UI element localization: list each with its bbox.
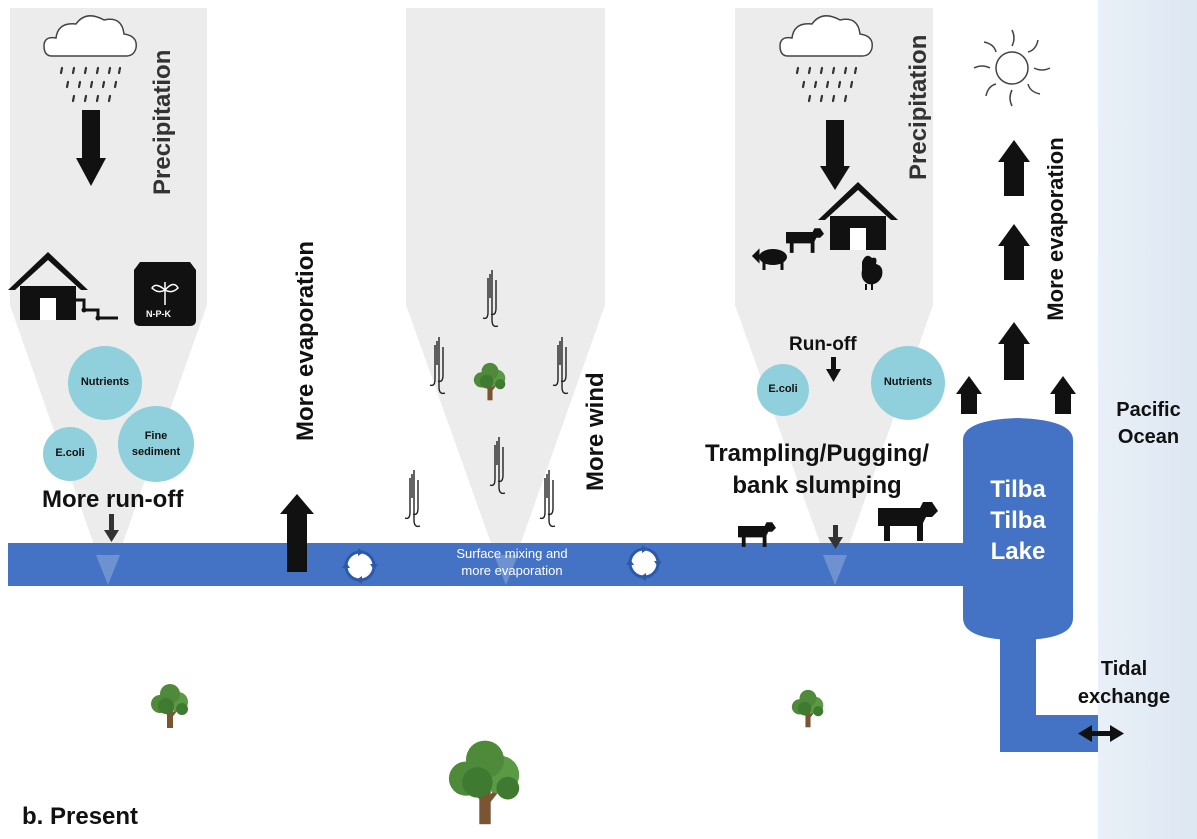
sun-icon	[973, 29, 1051, 107]
mixing-label: Surface mixing and more evaporation	[416, 545, 608, 579]
ocean-label: Pacific Ocean	[1100, 397, 1197, 451]
fertiliser-label: N-P-K	[146, 309, 171, 319]
evaporation-label-left: More evaporation	[292, 240, 319, 441]
cow-icon-large	[878, 502, 938, 541]
ocean-line-2: Ocean	[1117, 426, 1180, 448]
lake-line-1: Tilba	[990, 476, 1046, 503]
bubble-nutrients-right	[871, 346, 945, 420]
wind-label: More wind	[582, 372, 609, 491]
bubble-ecoli-right	[757, 364, 809, 416]
sediment-line-1: Fine	[144, 430, 168, 442]
bubble-ecoli-label-left: E.coli	[55, 447, 85, 459]
fertiliser-bag-icon	[134, 262, 196, 326]
lake-body	[963, 418, 1073, 640]
trampling-label: Trampling/Pugging/ bank slumping	[682, 438, 952, 502]
runoff-label-left: More run-off	[42, 486, 184, 513]
precipitation-arrow-right	[826, 120, 844, 168]
lake-line-3: Lake	[990, 538, 1046, 565]
tidal-line-1: Tidal	[1100, 658, 1148, 680]
trampling-line-1: Trampling/Pugging/	[705, 440, 929, 467]
ocean-panel	[1098, 0, 1197, 839]
tidal-line-2: exchange	[1077, 686, 1171, 708]
mixing-line-1: Surface mixing and	[456, 546, 568, 561]
lake-line-2: Tilba	[990, 507, 1046, 534]
bubble-nutrients-label-left: Nutrients	[80, 376, 130, 388]
bubble-nutrients-left	[68, 346, 142, 420]
trampling-line-2: bank slumping	[732, 472, 902, 499]
precipitation-label-right: Precipitation	[905, 34, 932, 180]
precipitation-label-left: Precipitation	[149, 49, 176, 195]
bubble-sediment-left	[118, 406, 194, 482]
bubble-sediment-label-left: Fine sediment	[118, 428, 194, 460]
runoff-arrow-right	[826, 369, 841, 382]
sediment-line-2: sediment	[131, 446, 181, 458]
tree-icon-2	[790, 688, 825, 729]
mixing-line-2: more evaporation	[461, 563, 563, 578]
panel-label: b. Present	[22, 803, 139, 830]
tree-icon-3	[449, 741, 519, 825]
bubble-ecoli-left	[43, 427, 97, 481]
runoff-label-right: Run-off	[789, 334, 857, 355]
tidal-exchange-arrow	[1078, 725, 1124, 742]
evaporation-arrows-right	[956, 140, 1076, 414]
tree-icon-1	[149, 682, 190, 730]
middle-funnel	[406, 8, 605, 585]
precipitation-arrow-left	[82, 110, 100, 160]
tidal-label: Tidal exchange	[1060, 655, 1188, 711]
evaporation-arrow-left	[287, 512, 307, 572]
right-funnel	[735, 8, 933, 585]
ocean-line-1: Pacific	[1116, 399, 1181, 421]
pipe-icon	[70, 298, 118, 320]
bubble-ecoli-label-right: E.coli	[768, 383, 798, 395]
rooster-icon	[861, 255, 883, 290]
lake-outlet	[1000, 630, 1098, 752]
evaporation-label-right: More evaporation	[1043, 137, 1068, 321]
bubble-nutrients-label-right: Nutrients	[883, 376, 933, 388]
runoff-arrow-left	[104, 530, 119, 542]
pig-icon	[751, 248, 787, 270]
lake-label: Tilba Tilba Lake	[963, 474, 1073, 567]
